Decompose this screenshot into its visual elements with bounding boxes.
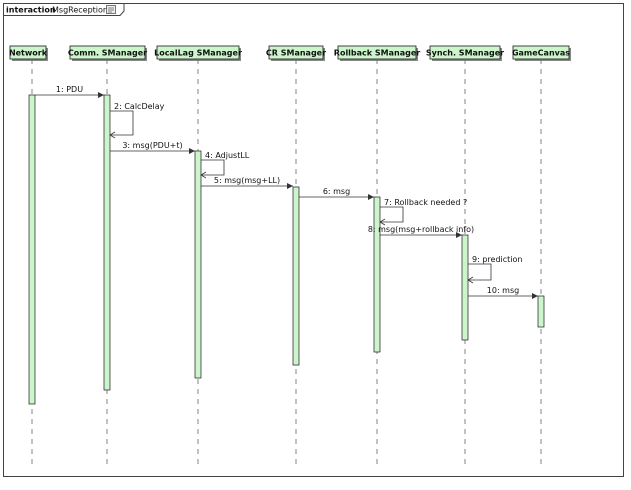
lifeline-canvas: GameCanvas [512,45,571,61]
message-label: 3: msg(PDU+t) [122,141,182,150]
activation-bar [461,234,469,341]
arrow-head [287,183,293,189]
frame-keyword: interaction [6,6,56,15]
message-6: 6: msg [299,187,374,200]
interaction-frame [3,3,624,477]
lifeline-title: Rollback SManager [334,49,420,58]
self-message-line [110,110,134,136]
lifeline-comm: Comm. SManager [68,45,147,61]
lifeline-rollback: Rollback SManager [334,45,420,61]
lifeline-title: LocalLag SManager [154,49,242,58]
activation-bar [194,150,202,379]
lifeline-cr: CR SManager [266,45,326,61]
arrow-head [379,218,386,226]
self-message-line [468,263,492,281]
self-message-line [380,206,404,223]
activation-bar [292,186,300,366]
arrow-head [109,131,116,139]
message-2: 2: CalcDelay [109,102,165,139]
frame-header-tab [3,3,125,16]
lifeline-title: Synch. SManager [426,49,504,58]
arrow-head [467,276,474,284]
lifeline-head [9,45,47,60]
activations [28,94,545,405]
diagram-icon [106,5,116,14]
frame-name: MsgReception [52,6,108,15]
message-label: 7: Rollback needed ? [384,198,467,207]
message-label: 5: msg(msg+LL) [214,176,280,185]
message-5: 5: msg(msg+LL) [201,176,293,189]
message-label: 10: msg [487,286,519,295]
lifeline-head [69,45,146,60]
lifeline-title: CR SManager [266,49,326,58]
arrow-head [368,194,374,200]
lifeline-title: GameCanvas [512,49,570,58]
lifeline-title: Network [9,49,48,58]
arrow-head [532,293,538,299]
message-8: 8: msg(msg+rollback info) [368,225,474,238]
message-label: 8: msg(msg+rollback info) [368,225,474,234]
activation-bar [28,94,36,405]
message-4: 4: AdjustLL [200,151,250,179]
lifeline-synch: Synch. SManager [426,45,504,61]
message-3: 3: msg(PDU+t) [110,141,195,154]
message-9: 9: prediction [467,255,522,284]
activation-bar [537,295,545,328]
arrow-head [98,92,104,98]
message-label: 9: prediction [472,255,522,264]
lifeline-title: Comm. SManager [68,49,147,58]
activation-bar [103,94,111,391]
lifeline-locallag: LocalLag SManager [154,45,242,61]
message-label: 2: CalcDelay [114,102,165,111]
arrow-head [200,171,207,179]
activation-bar [373,196,381,353]
lifeline-heads: Network Comm. SManager LocalLag SManager CR… [9,45,571,61]
lifeline-network: Network [9,45,48,61]
message-7: 7: Rollback needed ? [379,198,467,226]
arrow-head [456,232,462,238]
messages: 1: PDU 2: CalcDelay 3: msg(PDU+t) 4: Adjust… [35,85,538,299]
arrow-head [189,148,195,154]
self-message-line [201,159,225,176]
message-1: 1: PDU [35,85,104,98]
message-label: 6: msg [323,187,350,196]
message-10: 10: msg [468,286,538,299]
message-label: 1: PDU [56,85,83,94]
message-label: 4: AdjustLL [205,151,250,160]
